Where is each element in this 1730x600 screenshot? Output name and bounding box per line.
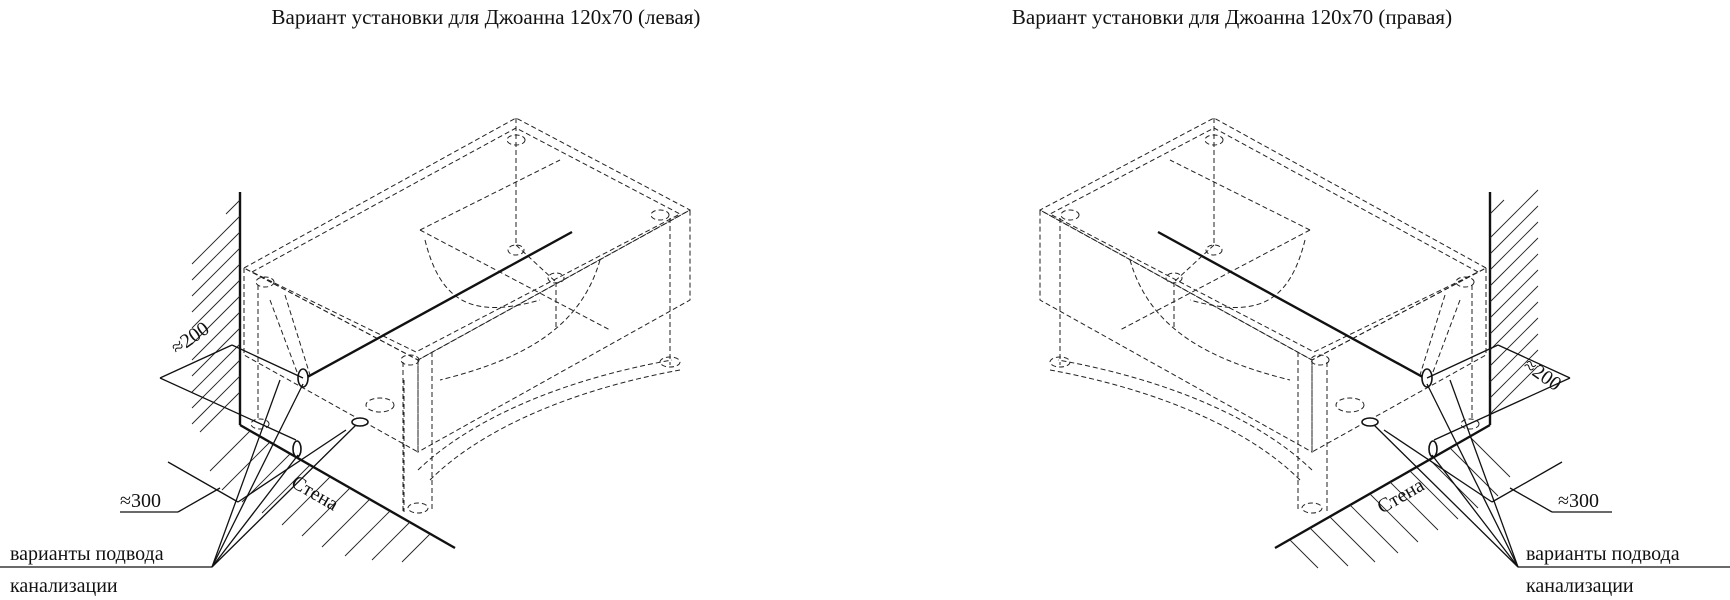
- dimension-200-right-label: ≈200: [1519, 354, 1565, 396]
- diagram-right-title: Вариант установки для Джоанна 120х70 (пр…: [1012, 5, 1452, 29]
- drain-outlet-icon: [1428, 440, 1438, 458]
- dimension-300-left: ≈300: [120, 429, 347, 513]
- dimension-200-left-label: ≈200: [167, 318, 213, 360]
- drain-callout-right-line2: канализации: [1526, 575, 1634, 597]
- dimension-300-right: ≈300: [1383, 429, 1612, 513]
- drain-callout-left-line1: варианты подвода: [10, 543, 164, 565]
- tub-axis-line-right: [1157, 230, 1431, 383]
- drain-callout-left-line2: канализации: [10, 575, 118, 597]
- drain-callout-left: варианты подвода канализации: [0, 379, 357, 597]
- bathtub-outline-right: [1038, 117, 1488, 514]
- drain-outlets-left: [292, 368, 369, 458]
- wall-hatch-vertical-right: [1274, 189, 1539, 569]
- diagram-right: Вариант установки для Джоанна 120х70 (пр…: [1012, 5, 1730, 597]
- diagram-left: Вариант установки для Джоанна 120х70 (ле…: [0, 5, 700, 597]
- drain-outlet-icon: [1361, 417, 1379, 427]
- dimension-300-left-label: ≈300: [120, 490, 161, 512]
- drain-outlet-icon: [351, 417, 369, 427]
- wall-hatch-vertical-left: [191, 192, 456, 563]
- drain-outlet-icon: [292, 440, 302, 458]
- dimension-300-right-label: ≈300: [1558, 490, 1599, 512]
- drain-outlets-right: [1361, 368, 1438, 458]
- bathtub-outline-left: [242, 117, 692, 514]
- diagram-left-title: Вариант установки для Джоанна 120х70 (ле…: [272, 5, 701, 29]
- drain-callout-right: варианты подвода канализации: [1373, 379, 1730, 597]
- tub-axis-line-left: [299, 230, 573, 383]
- drain-callout-right-line1: варианты подвода: [1526, 543, 1680, 565]
